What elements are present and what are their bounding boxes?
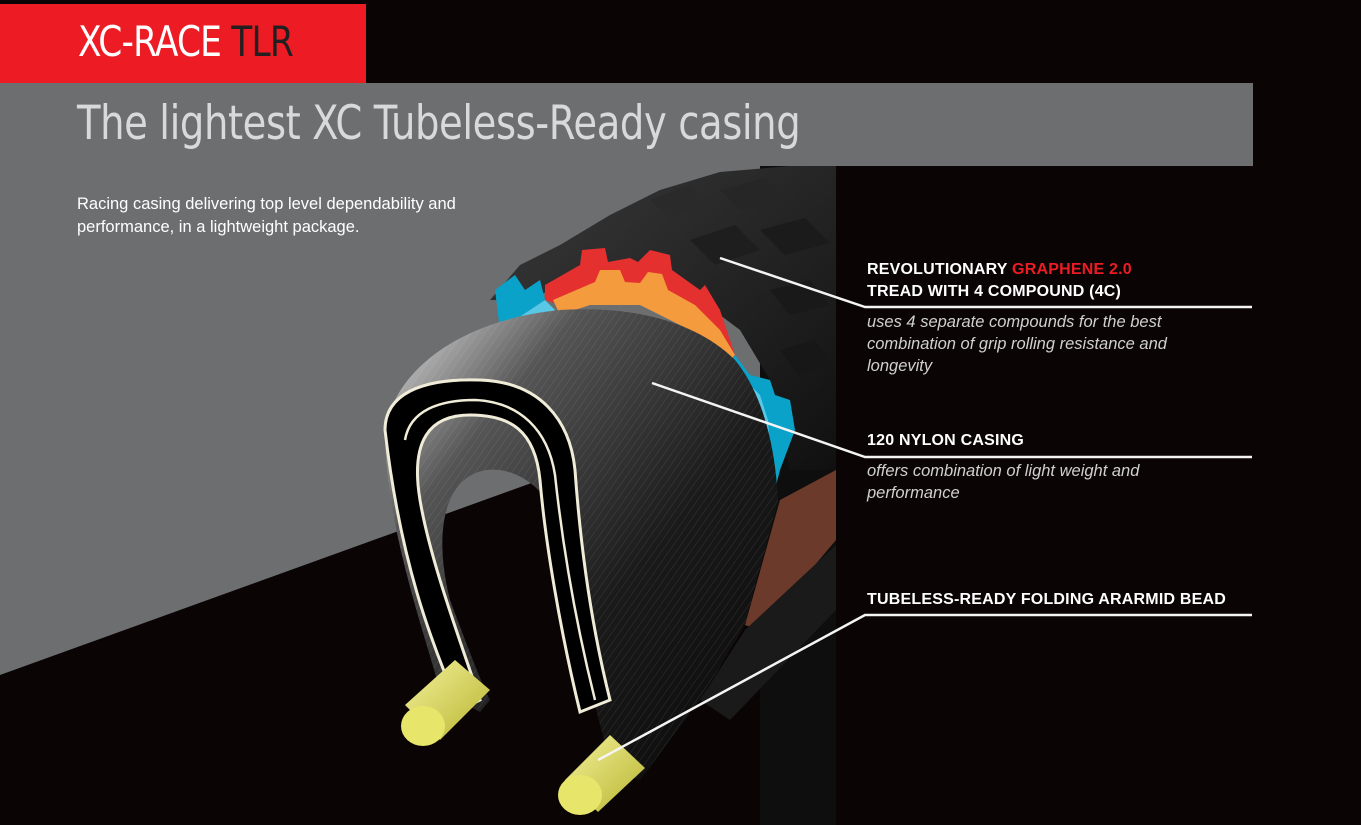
leader-line-tread bbox=[719, 256, 1252, 309]
tread-knobs bbox=[490, 166, 836, 470]
callout-casing-title: 120 NYLON CASING bbox=[867, 432, 1025, 449]
leader-lines bbox=[597, 256, 1252, 762]
nylon-casing bbox=[383, 309, 778, 780]
sidewall bbox=[745, 470, 836, 630]
callout-tread-description: uses 4 separate compounds for the best c… bbox=[867, 313, 1167, 375]
leader-line-casing bbox=[651, 381, 1252, 459]
headline-band bbox=[0, 83, 1253, 166]
callout-tread-title-prefix: REVOLUTIONARY bbox=[867, 261, 1013, 278]
callout-casing: 120 NYLON CASING offers combination of l… bbox=[867, 430, 1227, 504]
callout-casing-description: offers combination of light weight and p… bbox=[867, 462, 1140, 502]
callout-tread-title-line2: TREAD WITH 4 COMPOUND (4C) bbox=[867, 283, 1122, 300]
product-name: XC-RACE TLR bbox=[78, 21, 294, 63]
product-name-suffix: TLR bbox=[231, 17, 294, 66]
aramid-bead bbox=[401, 660, 645, 815]
brand-banner: XC-RACE TLR bbox=[0, 4, 366, 83]
callout-bead-title: TUBELESS-READY FOLDING ARARMID BEAD bbox=[867, 591, 1227, 608]
intro-text: Racing casing delivering top level depen… bbox=[77, 195, 456, 236]
graphene-highlight: GRAPHENE 2.0 bbox=[1012, 261, 1132, 278]
product-name-prefix: XC-RACE bbox=[78, 17, 222, 66]
callout-bead: TUBELESS-READY FOLDING ARARMID BEAD bbox=[867, 589, 1226, 611]
leader-line-bead bbox=[597, 613, 1252, 762]
page-headline: The lightest XC Tubeless-Ready casing bbox=[77, 96, 801, 151]
